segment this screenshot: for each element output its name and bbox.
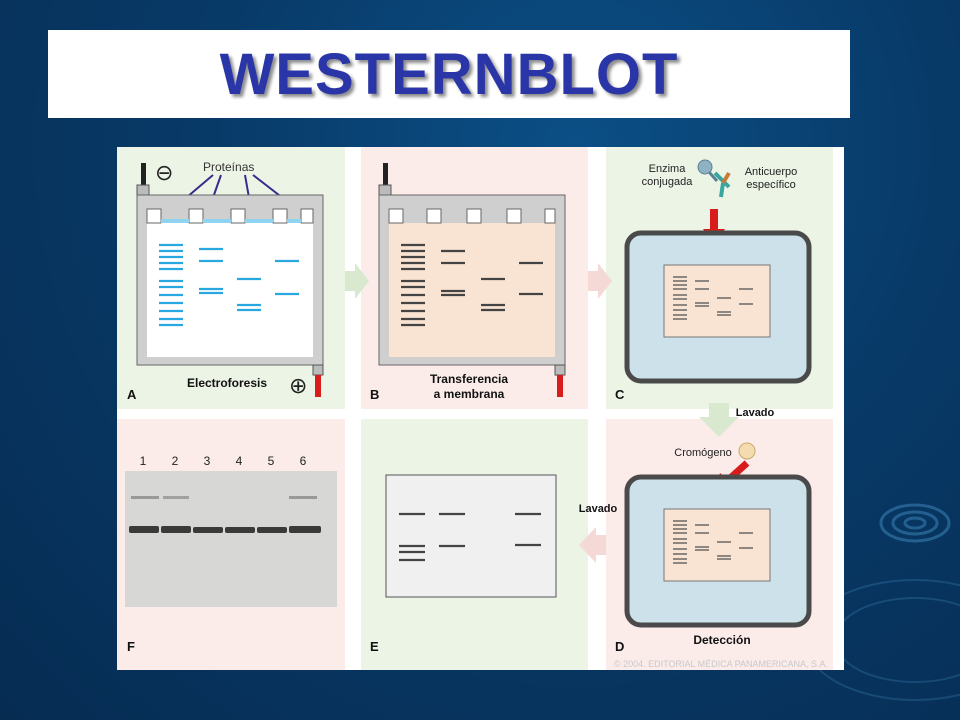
lane-number: 2 [172,454,179,468]
transfer-membrane [389,223,555,357]
panel-e-letter: E [370,639,379,654]
chromogen-label: Cromógeno [674,447,731,459]
blot-photograph [125,471,337,607]
panel-a-letter: A [127,387,137,402]
panel-f-letter: F [127,639,135,654]
proteins-label: Proteínas [203,160,254,174]
western-blot-diagram: ⊖ Proteínas ⊕ El [117,147,833,670]
membrane-in-tray [663,264,771,338]
gel-comb-tooth [188,208,204,224]
detection-membrane-bands [673,520,753,564]
protein-sample-well [161,219,189,223]
minus-sign: ⊖ [155,160,173,185]
panel-a-electrophoresis: ⊖ Proteínas ⊕ El [127,160,324,402]
gel-comb-tooth [388,208,404,224]
gel-comb-tooth [272,208,288,224]
gel-slab [147,223,313,357]
panel-b-transfer: Transferencia a membrana B [370,163,566,402]
lane-number: 1 [140,454,147,468]
gel-comb-tooth [544,208,556,224]
developed-membrane [385,474,557,598]
gel-comb-tooth [426,208,442,224]
membrane-bands-dark [401,243,543,327]
tray-membrane-bands [673,276,753,320]
flow-arrow-b-c [588,263,612,299]
panel-f-blot-photo: 1 2 3 4 5 6 F [125,454,337,654]
gel-bands-blue [159,243,299,327]
conjugated-antibody-icon [697,159,731,198]
flow-arrow-c-d [699,403,739,437]
positive-electrode-clip [312,364,324,376]
gel-comb-tooth [146,208,162,224]
positive-electrode-clip [554,364,566,376]
chromogen-icon [738,442,756,460]
slide-title: WESTERNBLOT [219,41,679,107]
flow-arrow-a-b [345,263,369,299]
copyright-notice: © 2004. EDITORIAL MÉDICA PANAMERICANA, S… [614,659,828,669]
wash-label-left: Lavado [579,503,618,515]
protein-sample-well [203,219,231,223]
plus-sign: ⊕ [289,373,307,398]
lane-number: 3 [204,454,211,468]
flow-arrow-d-e [579,527,606,563]
negative-electrode-clip [136,184,150,196]
protein-sample-well [245,219,273,223]
lane-number: 5 [268,454,275,468]
gel-comb-tooth [506,208,522,224]
panel-d-detection: Cromógeno Detección D [615,442,812,654]
panel-b-caption-line2: a membrana [434,387,505,401]
panel-e-result-membrane: E [370,474,557,654]
negative-electrode-clip [378,184,392,196]
panel-a-caption: Electroforesis [187,376,267,390]
gel-comb-tooth [466,208,482,224]
blot-photo-strong-bands [129,526,321,533]
positive-electrode-wire [557,375,563,397]
panel-d-letter: D [615,639,624,654]
protein-sample-well [287,219,301,223]
panel-b-caption-line1: Transferencia [430,372,508,386]
gel-comb-tooth [300,208,314,224]
western-blot-figure: ⊖ Proteínas ⊕ El [117,147,844,670]
panel-c-letter: C [615,387,625,402]
antibody-label-line1: Anticuerpo [745,166,798,178]
panel-c-antibody-incubation: Enzima conjugada Anticuerpo específico [615,159,812,402]
enzyme-label-line1: Enzima [649,163,687,175]
add-antibody-arrow [710,209,718,233]
wash-label-down: Lavado [736,407,775,419]
positive-electrode-wire [315,375,321,397]
enzyme-label-line2: conjugada [642,176,694,188]
lane-number: 4 [236,454,243,468]
membrane-in-detection-tray [663,508,771,582]
developed-bands [399,512,541,562]
blot-photo-faint-bands [131,496,317,499]
title-banner: WESTERNBLOT [48,30,850,118]
antibody-label-line2: específico [746,179,796,191]
gel-comb-tooth [230,208,246,224]
negative-electrode-wire [141,163,146,187]
negative-electrode-wire [383,163,388,187]
panel-d-caption: Detección [693,633,750,647]
panel-b-letter: B [370,387,379,402]
lane-number: 6 [300,454,307,468]
